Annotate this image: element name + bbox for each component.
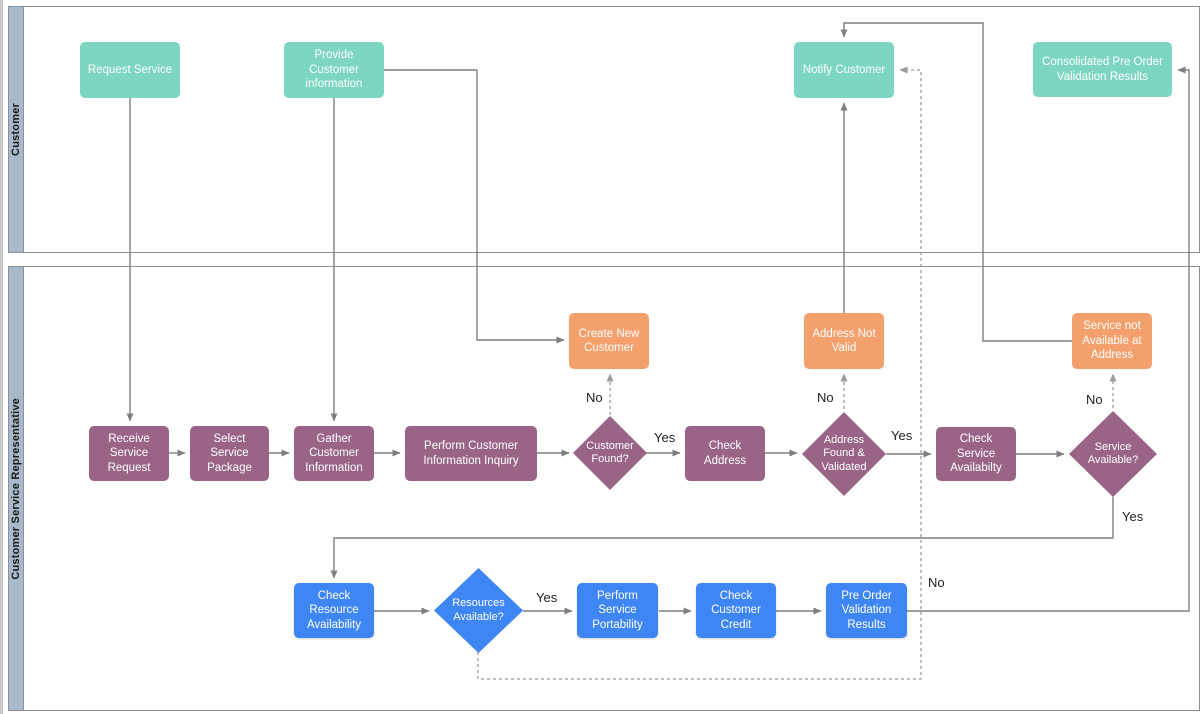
node-create-new-customer[interactable]: Create New Customer — [569, 313, 649, 369]
swimlane-customer-label: Customer — [10, 103, 22, 156]
swimlane-customer: Customer — [8, 6, 1200, 253]
node-address-not-valid[interactable]: Address Not Valid — [804, 313, 884, 369]
edge-label-service-available-yes: Yes — [1122, 509, 1144, 524]
node-select-service-package[interactable]: Select Service Package — [190, 426, 269, 481]
edge-label-customer-found-yes: Yes — [654, 430, 676, 445]
node-notify-customer[interactable]: Notify Customer — [794, 42, 894, 98]
edge-label-customer-found-no: No — [586, 390, 603, 405]
node-perform-customer-information-inquiry[interactable]: Perform Customer Information Inquiry — [405, 426, 537, 481]
node-perform-service-portability[interactable]: Perform Service Portability — [577, 583, 658, 638]
swimlane-csr-label: Customer Service Representative — [10, 397, 22, 580]
node-receive-service-request[interactable]: Receive Service Request — [89, 426, 169, 481]
edge-label-resources-available-yes: Yes — [536, 590, 558, 605]
edge-label-service-available-no: No — [1086, 392, 1103, 407]
node-check-address[interactable]: Check Address — [685, 426, 765, 481]
swimlane-customer-header: Customer — [9, 7, 24, 252]
node-consolidated-pre-order-validation-results[interactable]: Consolidated Pre Order Validation Result… — [1033, 42, 1172, 97]
node-request-service[interactable]: Request Service — [80, 42, 180, 98]
swimlane-csr-header: Customer Service Representative — [9, 267, 24, 710]
node-pre-order-validation-results[interactable]: Pre Order Validation Results — [826, 583, 907, 638]
node-service-not-available-at-address[interactable]: Service not Available at Address — [1072, 313, 1152, 369]
node-provide-customer-information[interactable]: Provide Customer information — [284, 42, 384, 98]
edge-label-address-found-no: No — [817, 390, 834, 405]
node-gather-customer-information[interactable]: Gather Customer Information — [294, 426, 374, 481]
edge-label-address-found-yes: Yes — [891, 428, 913, 443]
node-check-resource-availability[interactable]: Check Resource Availability — [294, 583, 374, 638]
edge-label-resources-available-no: No — [928, 575, 945, 590]
node-check-service-availability[interactable]: Check Service Availabilty — [936, 427, 1016, 481]
node-check-customer-credit[interactable]: Check Customer Credit — [696, 583, 776, 638]
